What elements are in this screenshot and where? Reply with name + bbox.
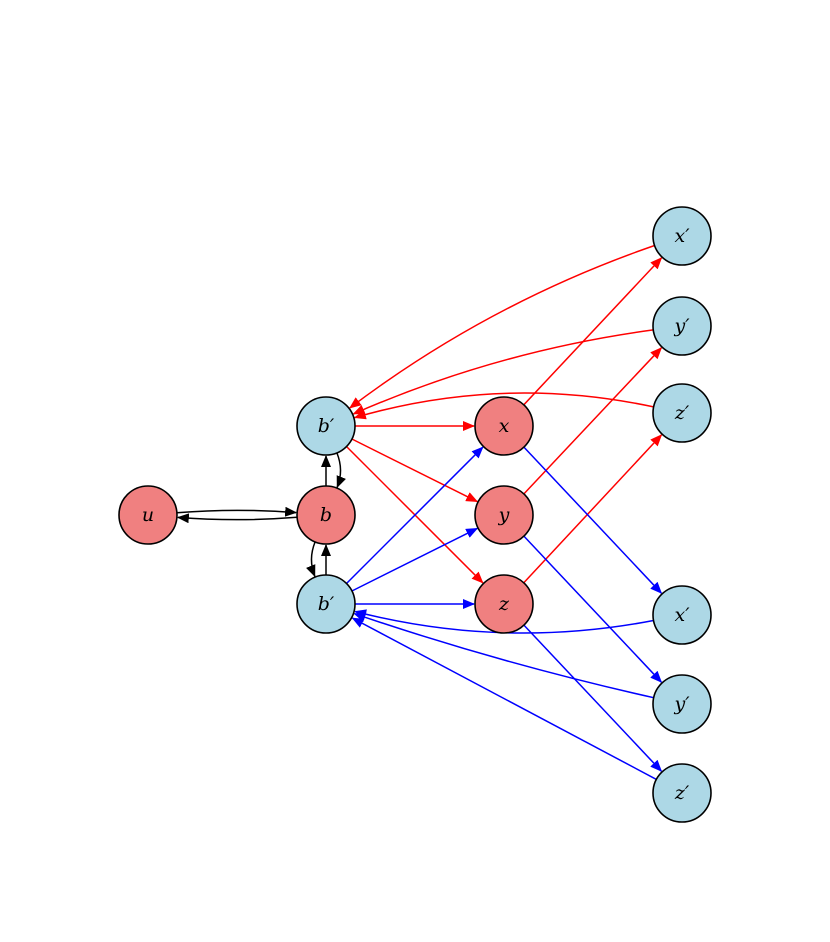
node-b-top: b′ <box>296 396 356 456</box>
edge-yp_top-to-b_top <box>352 329 654 415</box>
node-label: y <box>498 504 510 526</box>
node-circle <box>652 296 712 356</box>
node-label: x <box>499 415 510 437</box>
node-yp-bot: y′ <box>652 674 712 734</box>
node-y: y <box>474 485 534 545</box>
node-u: u <box>118 485 178 545</box>
node-label: b <box>320 504 332 526</box>
node-circle <box>474 485 534 545</box>
node-label: z <box>498 593 510 615</box>
node-circle <box>652 763 712 823</box>
node-circle <box>652 206 712 266</box>
node-label: u <box>142 504 154 526</box>
edge-b_bot-to-x <box>345 446 484 585</box>
node-circle <box>474 574 534 634</box>
node-label: x′ <box>674 225 690 247</box>
edge-zp_top-to-b_top <box>353 392 654 420</box>
node-x: x <box>474 396 534 456</box>
edge-z-to-zp_bot <box>523 624 663 772</box>
node-label: z′ <box>674 782 690 804</box>
node-label: b′ <box>318 593 335 615</box>
edge-x-to-xp_top <box>523 257 663 406</box>
edge-y-to-yp_top <box>523 347 663 495</box>
node-circle <box>296 485 356 545</box>
node-zp-top: z′ <box>652 383 712 443</box>
node-circle <box>652 585 712 645</box>
edge-xp_top-to-b_top <box>349 244 655 409</box>
node-circle <box>118 485 178 545</box>
edge-zp_bot-to-b_bot <box>351 617 657 781</box>
edge-b_top-to-y <box>351 438 479 503</box>
edge-b-to-u <box>176 513 298 524</box>
node-circle <box>296 396 356 456</box>
edge-z-to-zp_top <box>523 434 663 584</box>
node-label: x′ <box>674 604 690 626</box>
node-z: z <box>474 574 534 634</box>
edge-u-to-b <box>176 506 298 517</box>
edge-y-to-yp_bot <box>523 535 663 683</box>
node-circle <box>652 383 712 443</box>
edges <box>176 244 663 781</box>
edge-b_bot-to-y <box>351 527 479 592</box>
node-xp-top: x′ <box>652 206 712 266</box>
edge-b-to-b_bot <box>306 541 316 578</box>
node-label: z′ <box>674 402 690 424</box>
nodes: u b b′ b′ x y z x′ y′ z′ x′ y′ z′ <box>118 206 712 823</box>
node-label: b′ <box>318 415 335 437</box>
node-circle <box>296 574 356 634</box>
edge-b_top-to-b <box>336 452 346 489</box>
edge-yp_bot-to-b_bot <box>353 612 654 699</box>
node-b-bot: b′ <box>296 574 356 634</box>
node-circle <box>652 674 712 734</box>
node-circle <box>474 396 534 456</box>
edge-x-to-xp_bot <box>523 446 663 594</box>
node-zp-bot: z′ <box>652 763 712 823</box>
node-xp-bot: x′ <box>652 585 712 645</box>
node-label: y′ <box>673 693 690 715</box>
node-b: b <box>296 485 356 545</box>
node-label: y′ <box>673 315 690 337</box>
node-yp-top: y′ <box>652 296 712 356</box>
